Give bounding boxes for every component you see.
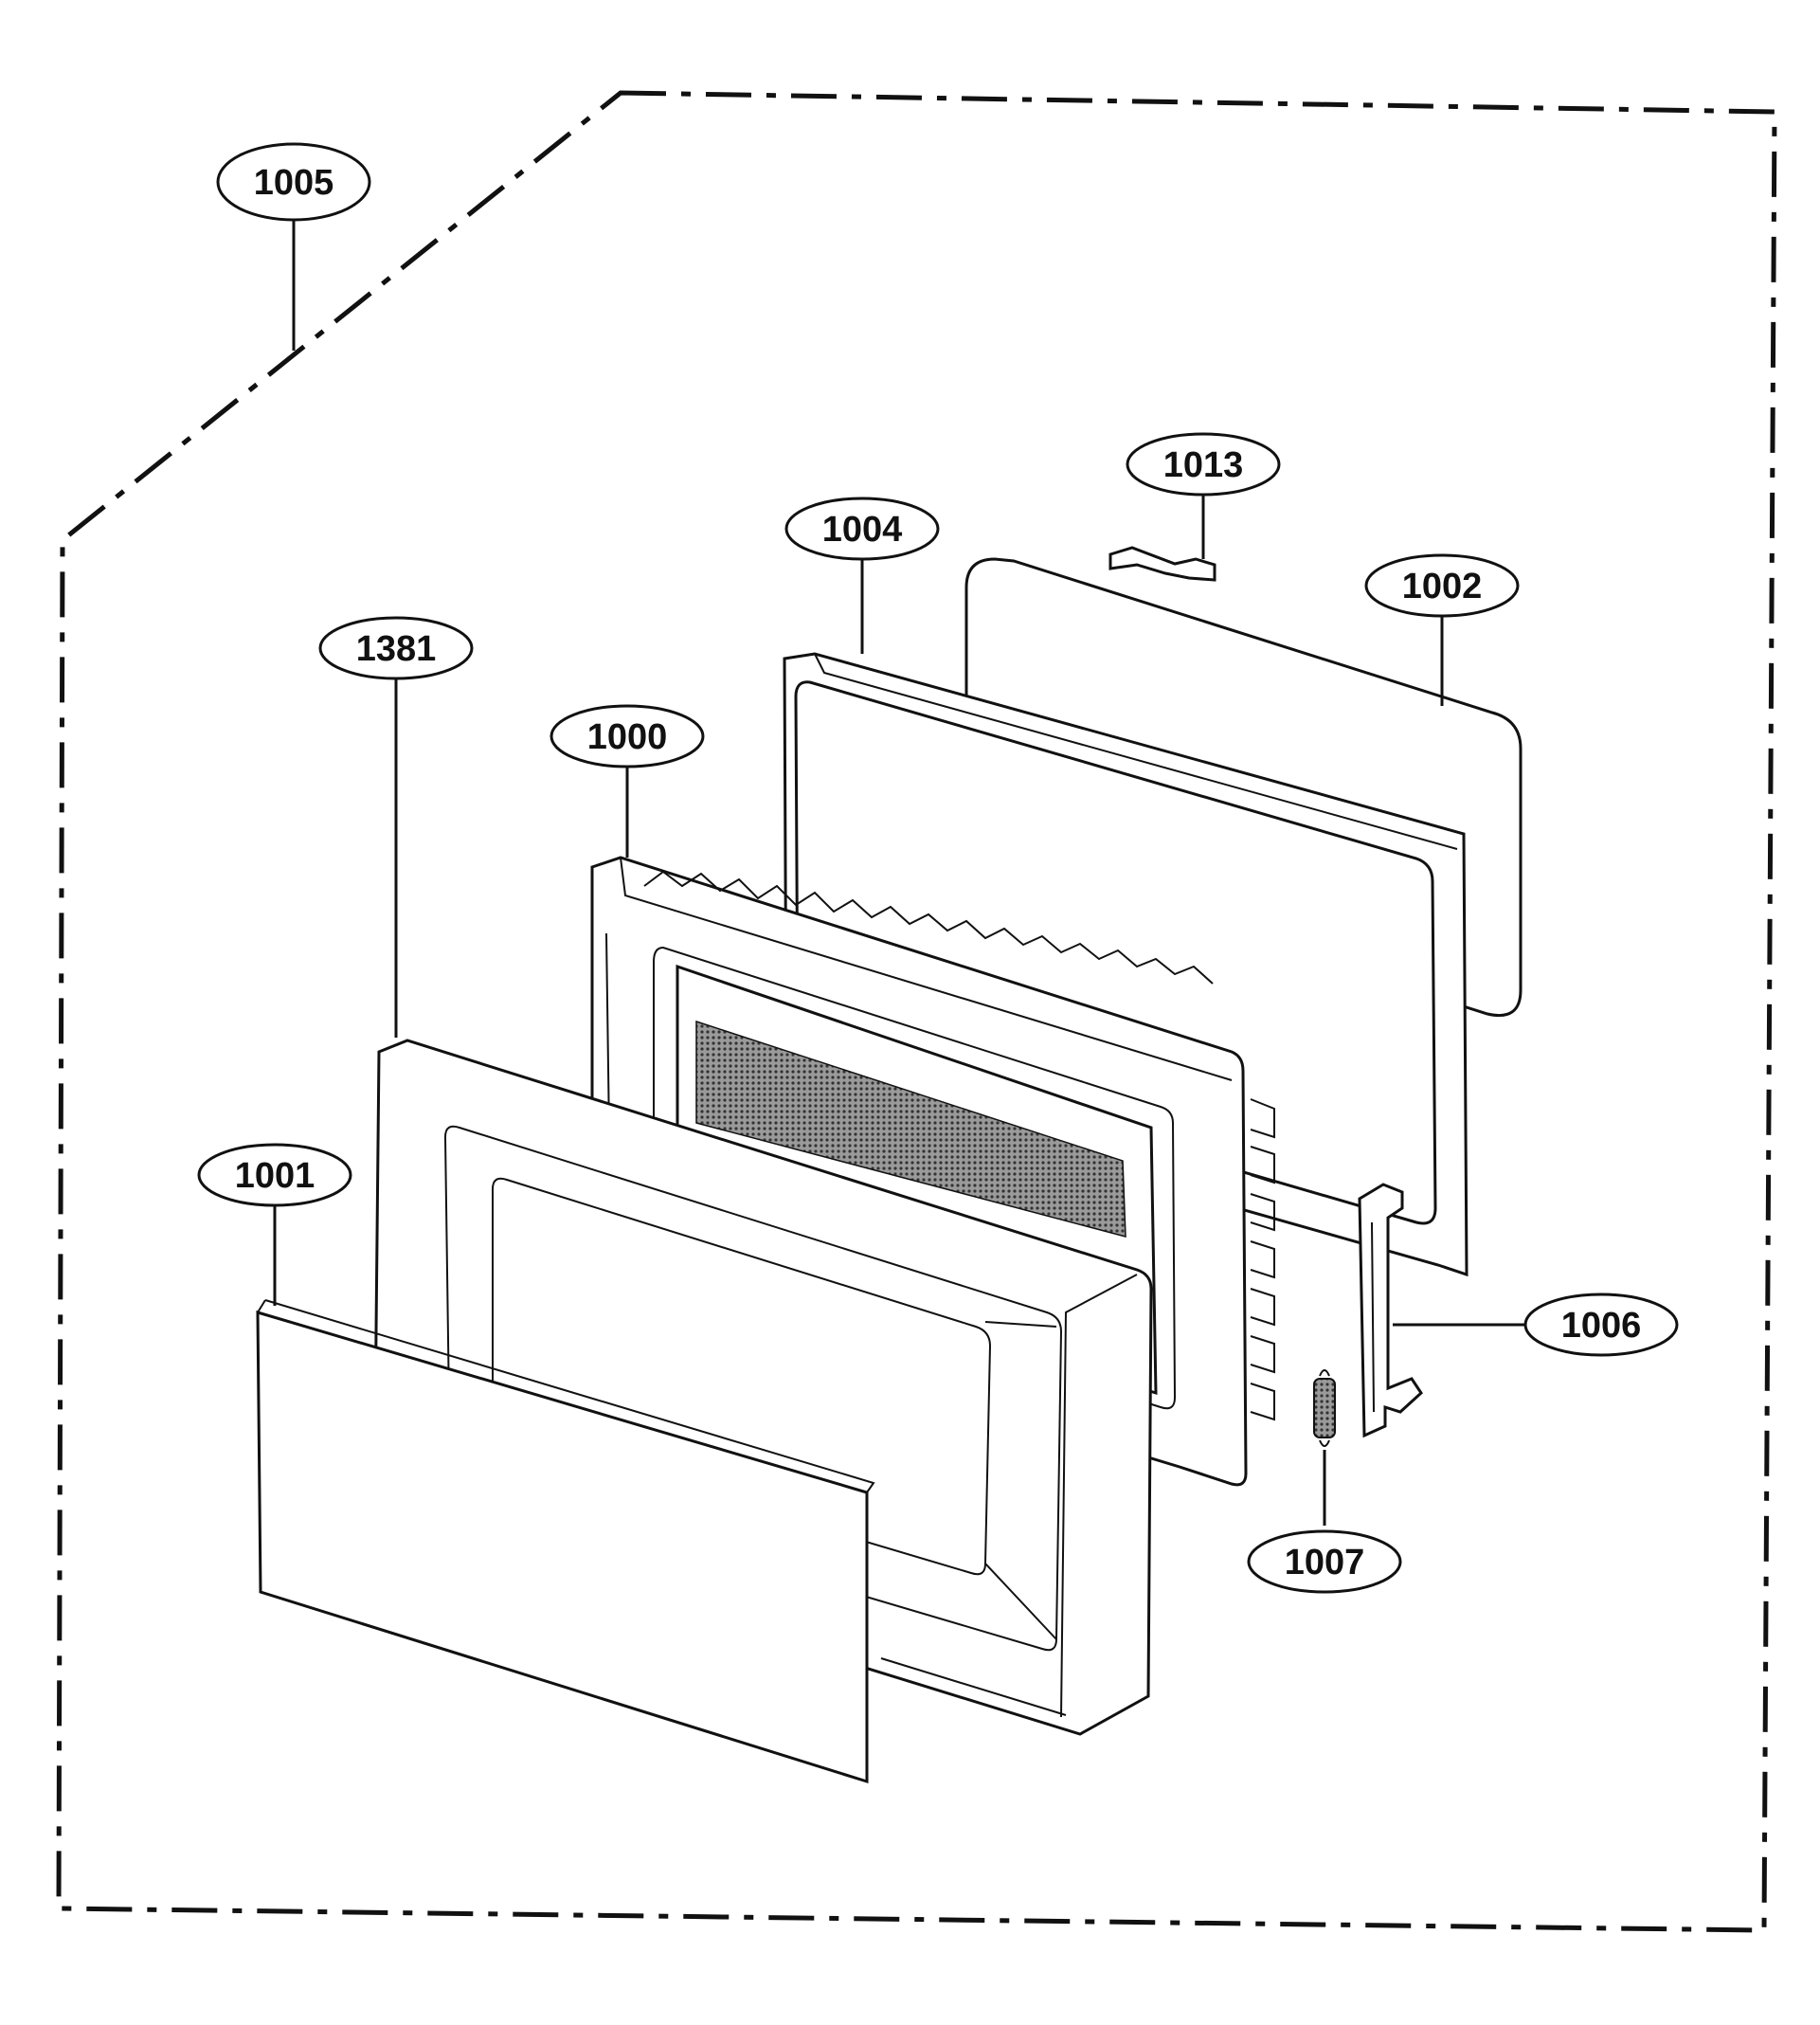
part-1013-bracket bbox=[1108, 546, 1216, 582]
callout-1004: 1004 bbox=[784, 497, 940, 561]
callout-label: 1001 bbox=[235, 1156, 315, 1196]
callout-1001: 1001 bbox=[197, 1143, 352, 1207]
callout-1000: 1000 bbox=[550, 704, 705, 768]
callout-1002: 1002 bbox=[1364, 553, 1520, 618]
part-1007-spring bbox=[1313, 1369, 1336, 1447]
callout-label: 1002 bbox=[1402, 567, 1483, 606]
callout-1381: 1381 bbox=[318, 616, 474, 680]
callout-label: 1005 bbox=[254, 163, 334, 203]
callout-label: 1006 bbox=[1561, 1306, 1642, 1346]
callout-1006: 1006 bbox=[1523, 1293, 1679, 1357]
leader-lines bbox=[273, 220, 1527, 1526]
callout-label: 1013 bbox=[1163, 445, 1244, 485]
callout-1005: 1005 bbox=[216, 142, 371, 222]
callout-1007: 1007 bbox=[1247, 1529, 1402, 1594]
mesh-screen bbox=[695, 1020, 1126, 1238]
callout-label: 1007 bbox=[1285, 1543, 1365, 1582]
part-1001-front-panel bbox=[256, 1299, 875, 1784]
callout-label: 1004 bbox=[822, 510, 903, 550]
assembly-boundary bbox=[56, 90, 1777, 1933]
callout-label: 1381 bbox=[356, 629, 437, 669]
callout-1013: 1013 bbox=[1126, 432, 1281, 497]
callout-label: 1000 bbox=[587, 717, 668, 757]
part-1006-latch bbox=[1358, 1183, 1423, 1438]
